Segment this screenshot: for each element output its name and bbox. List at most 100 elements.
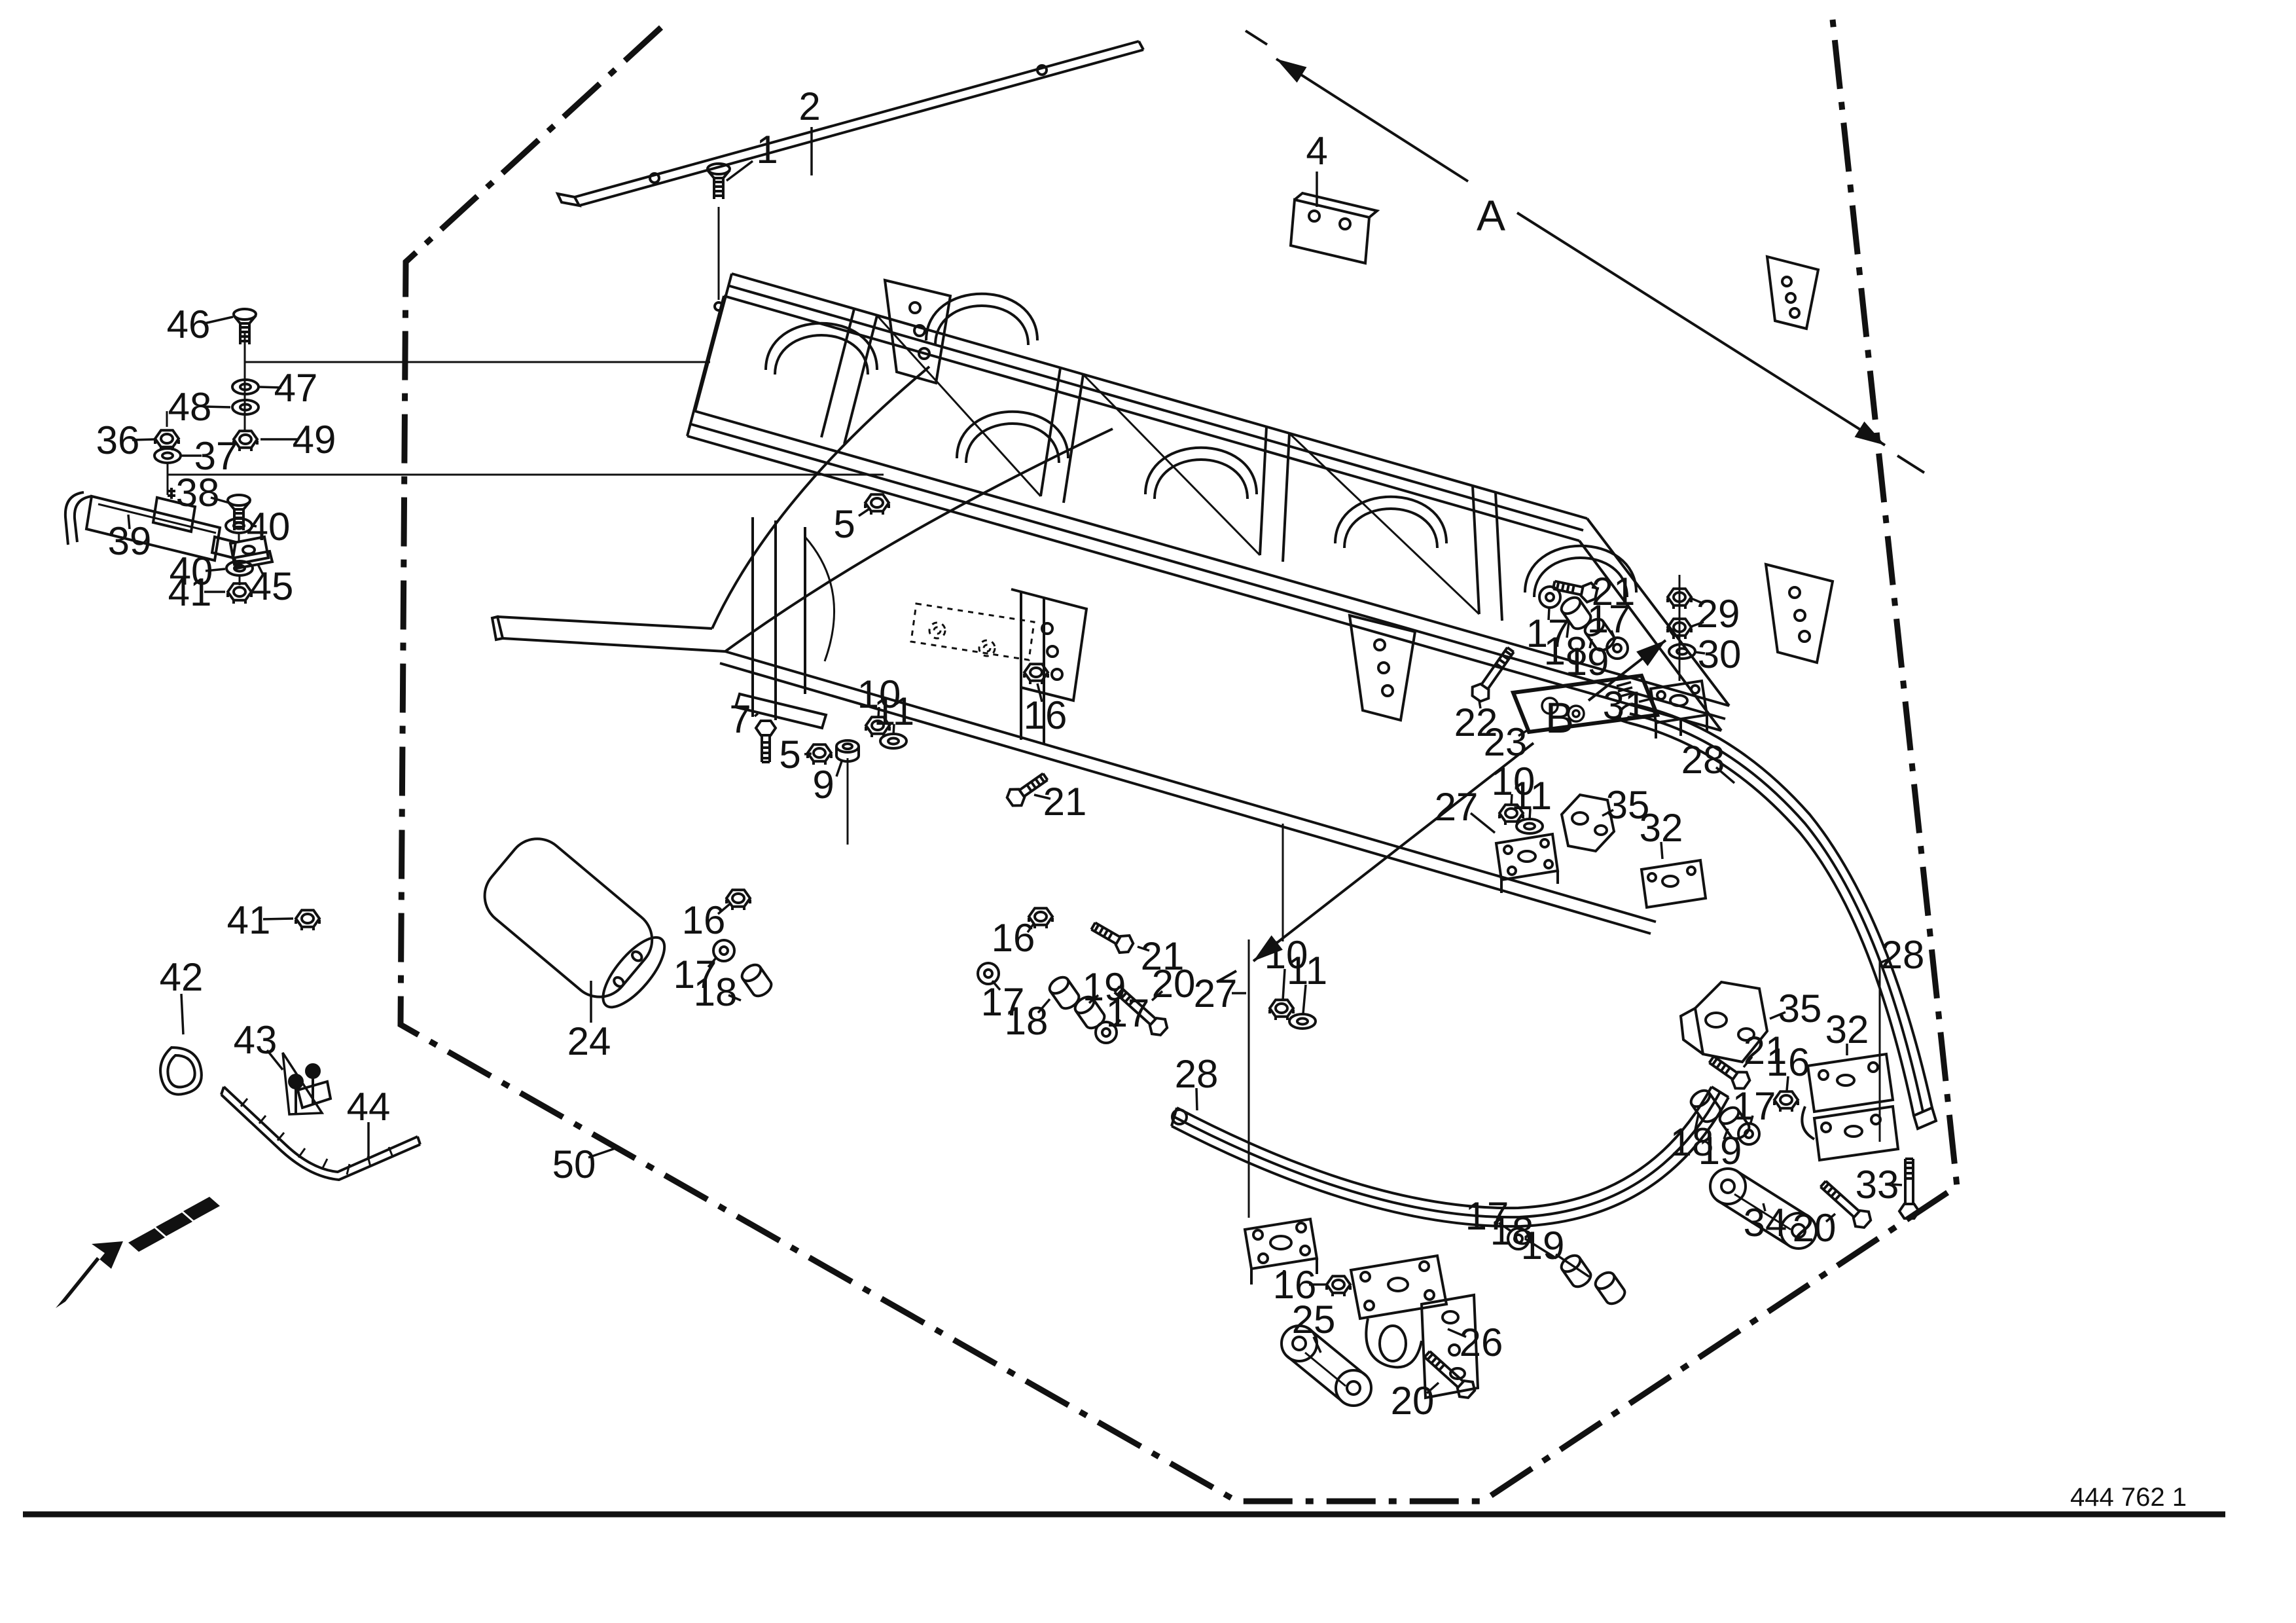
callout-31: 31 [1603,684,1647,727]
callout-43: 43 [234,1018,278,1062]
leader-line [1469,812,1496,834]
hex-nut [725,888,752,910]
hex-bolt [1113,985,1169,1037]
callout-36: 36 [96,418,140,462]
hex-bolt [1424,1350,1477,1400]
leader-line [991,979,1001,991]
leader-line [1749,1115,1754,1125]
callout-16: 16 [682,898,726,942]
travel-direction-arrow [56,1197,220,1308]
callout-35: 35 [1606,783,1650,827]
callout-19: 19 [1083,965,1126,1009]
hex-bolt [1005,772,1049,807]
leader-line [1036,683,1043,702]
rocker-35-upper [1560,793,1616,853]
hex-bolt [754,720,778,763]
hex-bolt [1090,921,1135,955]
leader-line [205,568,226,572]
bushing [1560,596,1592,630]
washer [153,447,182,464]
callout-21: 21 [1744,1029,1787,1072]
callout-10: 10 [1492,759,1535,803]
washer [1094,1021,1118,1044]
callout-17: 17 [1732,1084,1776,1128]
leader-line [1478,700,1482,709]
bushing [1689,1089,1722,1123]
leader-line [1195,1087,1198,1111]
callout-27: 27 [1435,785,1479,829]
bent-rod-44 [220,1085,422,1182]
leader-line [717,902,732,915]
mounting-plate-31 [1649,679,1709,739]
callout-24: 24 [567,1019,611,1063]
callout-17: 17 [1526,611,1570,655]
callout-48: 48 [168,385,212,429]
washer [977,962,1000,985]
callout-11: 11 [1511,774,1552,818]
leader-line [728,994,742,1002]
hex-nut [294,909,321,930]
callout-49: 49 [293,418,336,462]
leader-line [1033,793,1051,800]
callout-19: 19 [1566,640,1609,684]
leader-line [1638,698,1650,703]
leader-line [1695,651,1706,655]
leaf-spring-upper-28 [1618,702,1938,1131]
callout-18: 18 [1490,1209,1534,1253]
callout-47: 47 [274,366,318,410]
mounting-plate-27-lower [1243,1217,1319,1286]
callout-11: 11 [874,689,914,733]
callout-28: 28 [1681,738,1725,782]
callout-41: 41 [227,898,271,942]
callout-22: 22 [1454,701,1498,744]
bushing [1718,1106,1751,1140]
bushing [740,963,773,998]
hex-nut [153,429,181,450]
leader-line [132,438,156,441]
callout-28: 28 [1175,1052,1219,1096]
main-frame-rails [686,272,1731,935]
leader-line [1694,1114,1700,1131]
frame-brackets [734,191,1835,744]
callout-38: 38 [176,471,220,515]
clamp-link-34 [1709,1167,1818,1250]
callout-17: 17 [673,953,717,996]
callout-42: 42 [160,955,204,999]
bushing [1594,1271,1626,1305]
callout-17: 17 [1587,597,1631,641]
hex-nut [864,716,891,737]
hex-nut [226,582,253,604]
callout-5: 5 [779,733,800,776]
leader-line [1825,1213,1837,1223]
leader-line [1282,968,1286,1001]
callout-37: 37 [194,434,238,478]
hex-nut [1325,1275,1352,1296]
leader-line [1723,1128,1729,1140]
callout-20: 20 [1793,1206,1837,1250]
callout-18: 18 [1544,629,1588,673]
callout-29: 29 [1696,592,1740,636]
frame-assembly [56,40,1938,1407]
leader-line [204,316,234,325]
leader-line [1088,994,1100,1004]
bushing [1048,976,1081,1010]
callout-50: 50 [552,1142,596,1186]
leader-line [180,993,185,1035]
leader-line [1137,945,1150,952]
leader-line [210,496,230,504]
leader-line [877,706,880,718]
clamp-plate-23 [1510,673,1660,735]
leader-line [753,712,759,718]
washer [879,733,908,750]
callout-19: 19 [1521,1224,1565,1267]
callout-21: 21 [1141,934,1185,978]
view-label-A: A [1477,191,1505,240]
callout-34: 34 [1744,1201,1787,1245]
callout-25: 25 [1292,1298,1336,1341]
leader-line [1566,621,1570,638]
callout-39: 39 [108,519,152,563]
leaf-spring-lower-28 [1170,1085,1730,1228]
rail-hole [713,301,724,312]
bushing [1560,1254,1592,1288]
